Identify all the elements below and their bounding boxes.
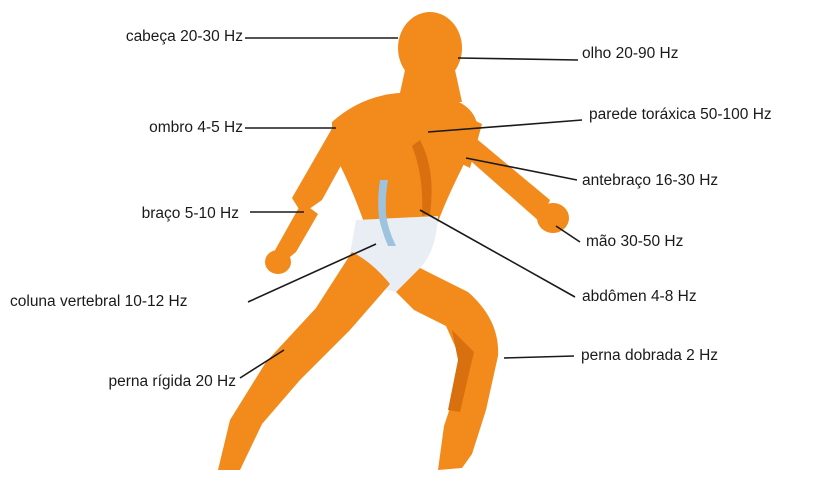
label-chest-wall: parede toráxica 50-100 Hz — [589, 106, 772, 124]
leader-eye — [458, 58, 578, 60]
hand-left — [265, 250, 291, 274]
label-abdomen: abdômen 4-8 Hz — [582, 288, 697, 306]
leader-bent-leg — [504, 356, 574, 358]
label-spine: coluna vertebral 10-12 Hz — [10, 293, 188, 311]
hand-right — [537, 203, 569, 233]
leg-bent — [396, 268, 498, 470]
forearm-right — [456, 140, 550, 222]
label-eye: olho 20-90 Hz — [582, 45, 679, 63]
label-head: cabeça 20-30 Hz — [126, 28, 243, 46]
leg-rigid — [218, 252, 390, 470]
label-shoulder: ombro 4-5 Hz — [149, 119, 243, 137]
body-silhouette — [218, 12, 569, 470]
label-rigid-leg: perna rígida 20 Hz — [108, 373, 236, 391]
leader-hand — [556, 226, 580, 242]
label-arm: braço 5-10 Hz — [142, 205, 239, 223]
label-hand: mão 30-50 Hz — [586, 233, 683, 251]
label-forearm: antebraço 16-30 Hz — [582, 172, 718, 190]
label-bent-leg: perna dobrada 2 Hz — [581, 347, 718, 365]
